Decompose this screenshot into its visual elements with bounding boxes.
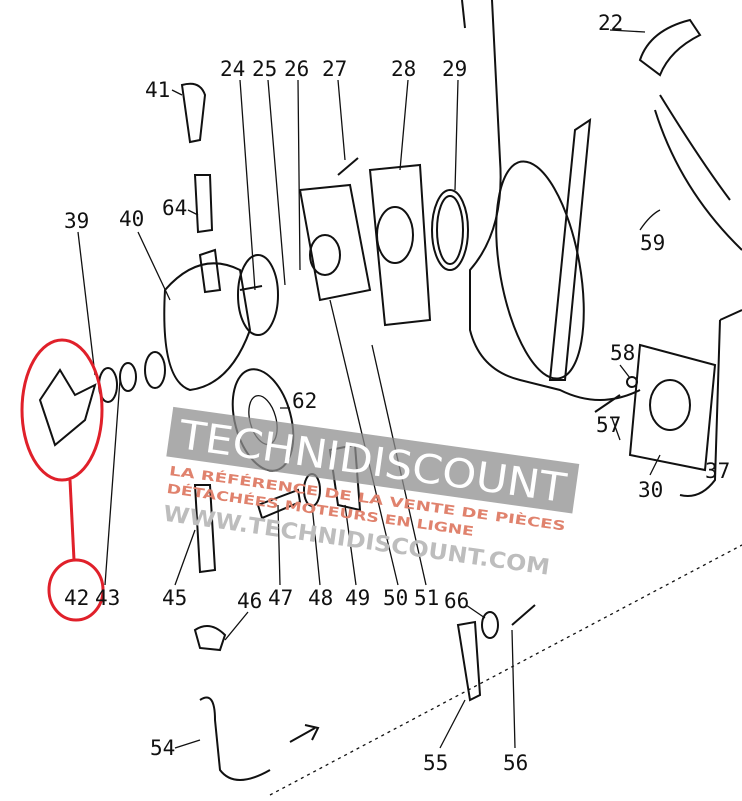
part-label-43: 43 bbox=[95, 586, 120, 610]
part-label-57: 57 bbox=[596, 413, 621, 437]
pump-parts bbox=[38, 82, 742, 796]
part-label-28: 28 bbox=[391, 57, 416, 81]
part-label-40: 40 bbox=[119, 207, 144, 231]
part-label-22: 22 bbox=[598, 11, 623, 35]
engine-body bbox=[461, 0, 742, 497]
part-label-48: 48 bbox=[308, 586, 333, 610]
part-label-25: 25 bbox=[252, 57, 277, 81]
part-label-66: 66 bbox=[444, 589, 469, 613]
part-label-37: 37 bbox=[705, 459, 730, 483]
part-label-51: 51 bbox=[414, 586, 439, 610]
part-label-42: 42 bbox=[64, 586, 89, 610]
part-label-64: 64 bbox=[162, 196, 187, 220]
part-label-41: 41 bbox=[145, 78, 170, 102]
part-label-62: 62 bbox=[292, 389, 317, 413]
watermark-banner bbox=[166, 406, 580, 514]
part-label-29: 29 bbox=[442, 57, 467, 81]
part-label-30: 30 bbox=[638, 478, 663, 502]
watermark: TECHNIDISCOUNT LA RÉFÉRENCE DE LA VENTE … bbox=[162, 406, 580, 581]
part-label-58: 58 bbox=[610, 341, 635, 365]
part-label-24: 24 bbox=[220, 57, 245, 81]
part-label-45: 45 bbox=[162, 586, 187, 610]
part-label-49: 49 bbox=[345, 586, 370, 610]
highlight-part-42 bbox=[20, 338, 105, 622]
part-label-54: 54 bbox=[150, 736, 175, 760]
part-label-47: 47 bbox=[268, 586, 293, 610]
part-label-46: 46 bbox=[237, 589, 262, 613]
part-label-50: 50 bbox=[383, 586, 408, 610]
part-label-55: 55 bbox=[423, 751, 448, 775]
part-label-26: 26 bbox=[284, 57, 309, 81]
part-label-56: 56 bbox=[503, 751, 528, 775]
part-label-27: 27 bbox=[322, 57, 347, 81]
part-label-39: 39 bbox=[64, 209, 89, 233]
leader-lines bbox=[77, 79, 661, 749]
part-label-59: 59 bbox=[640, 231, 665, 255]
